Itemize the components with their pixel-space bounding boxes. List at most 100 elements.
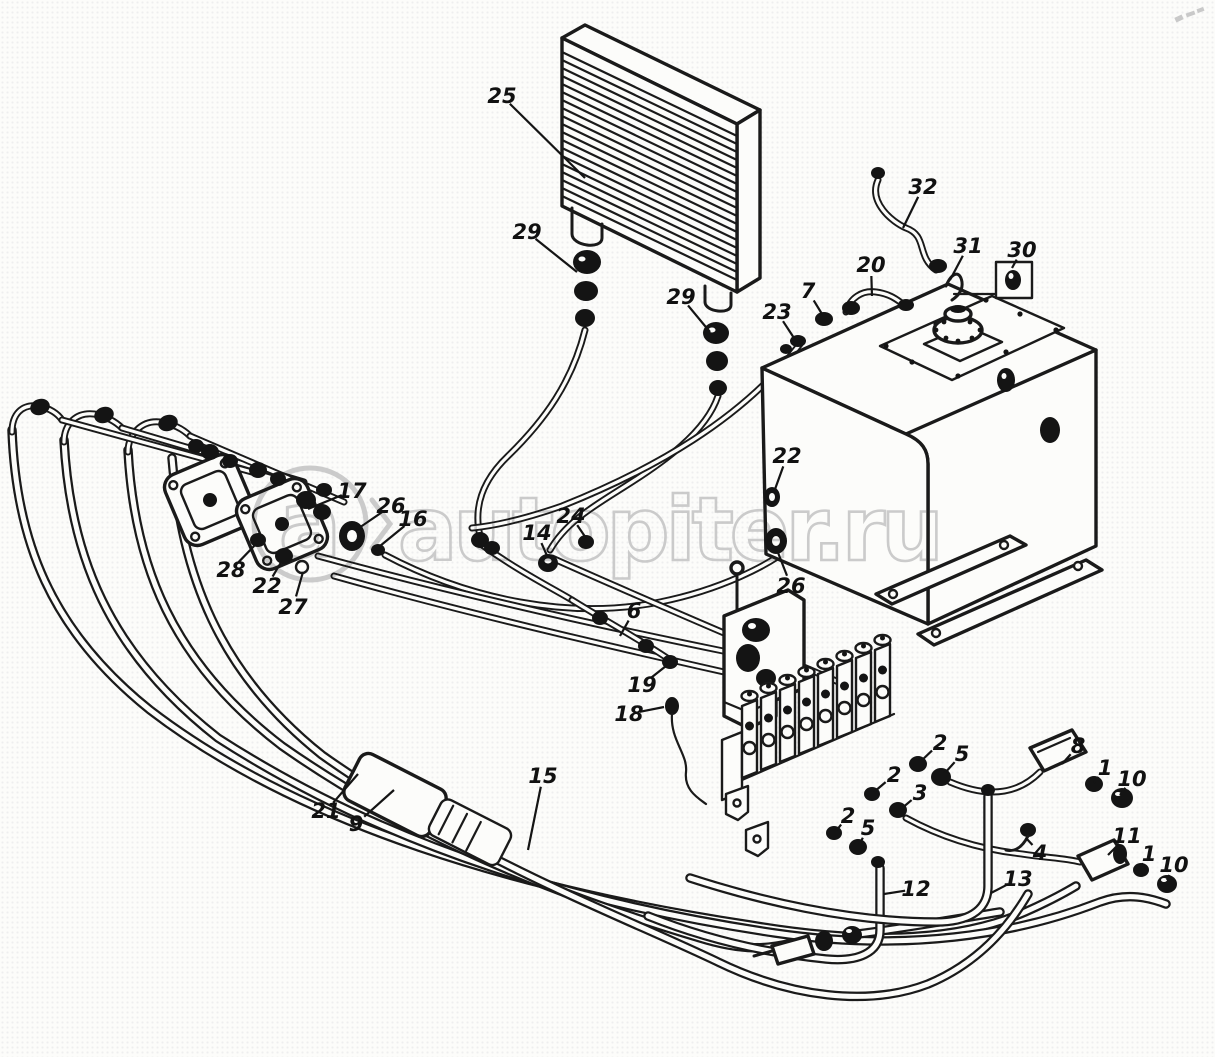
middle-fittings <box>471 532 708 806</box>
svg-text:1: 1 <box>1098 756 1113 780</box>
svg-text:9: 9 <box>349 812 364 836</box>
hose-13-fitting <box>981 784 995 796</box>
callout-25: 25 <box>487 84 586 179</box>
inlet-elbow-nuts <box>30 398 178 432</box>
adapter-3b <box>889 802 907 818</box>
nut-1a <box>1085 776 1103 792</box>
nut-20b <box>898 299 914 311</box>
tank-top-fittings <box>780 167 964 354</box>
hydraulic-tank <box>760 167 1104 647</box>
svg-text:25: 25 <box>487 84 516 108</box>
svg-text:30: 30 <box>1007 238 1036 262</box>
ring-27 <box>294 559 310 575</box>
svg-text:18: 18 <box>614 702 643 726</box>
svg-text:17: 17 <box>337 479 367 503</box>
block-foot-1 <box>724 784 750 822</box>
svg-text:21: 21 <box>311 799 340 823</box>
tube6-nut-a <box>592 611 608 625</box>
svg-text:6: 6 <box>627 599 642 623</box>
chain-b-tube <box>904 816 1082 864</box>
svg-text:27: 27 <box>278 595 308 619</box>
svg-text:4: 4 <box>1032 841 1048 865</box>
callout-29: 29 <box>666 285 711 333</box>
callout-6: 6 <box>619 599 642 637</box>
callout-27: 27 <box>278 571 308 619</box>
cooler-fins <box>560 50 739 282</box>
bundle-hose-4 <box>169 455 1031 999</box>
inlet-elbow-2 <box>62 412 124 444</box>
callout-19: 19 <box>627 665 667 697</box>
svg-text:2: 2 <box>887 763 902 787</box>
block-foot-2 <box>744 820 770 858</box>
tank-breather-plug <box>997 368 1015 392</box>
svg-text:10: 10 <box>1117 767 1146 791</box>
callout-29: 29 <box>512 220 578 273</box>
svg-text:5: 5 <box>861 816 876 840</box>
callout-5: 5 <box>858 816 876 846</box>
callout-1: 1 <box>1140 842 1156 868</box>
callout-18: 18 <box>614 702 665 726</box>
callout-10: 10 <box>1117 767 1147 796</box>
callout-3: 3 <box>900 781 928 810</box>
valve-body <box>742 618 770 642</box>
cooler-side-face <box>735 108 762 294</box>
svg-text:10: 10 <box>1159 853 1188 877</box>
callout-11: 11 <box>1107 824 1142 856</box>
callout-28: 28 <box>216 543 257 582</box>
svg-text:2: 2 <box>841 804 856 828</box>
nut-16 <box>371 544 385 556</box>
callout-7: 7 <box>801 279 823 315</box>
nut-1b <box>1133 863 1149 877</box>
pump-outlet-hose <box>383 544 794 611</box>
svg-text:26: 26 <box>776 574 805 598</box>
hose-13 <box>687 793 991 925</box>
union-8 <box>1028 728 1088 773</box>
svg-text:15: 15 <box>528 764 557 788</box>
pump-1 <box>162 452 258 548</box>
svg-text:31: 31 <box>953 234 982 258</box>
svg-text:22: 22 <box>772 444 801 468</box>
nut-20a <box>842 301 860 315</box>
svg-text:32: 32 <box>908 175 937 199</box>
svg-text:23: 23 <box>762 300 791 324</box>
fitting-4 <box>1004 823 1036 852</box>
fitting-18-wire <box>670 712 708 806</box>
svg-text:2: 2 <box>933 731 948 755</box>
tank-mounting-bracket <box>874 534 1104 647</box>
fitting-18 <box>665 697 679 715</box>
tube6-nut-b <box>638 639 654 653</box>
callout-13: 13 <box>990 867 1033 894</box>
cooler-fitting-29-left <box>573 250 601 327</box>
callout-9: 9 <box>349 789 395 836</box>
middle-tube-1 <box>316 554 730 654</box>
oil-cooler <box>560 23 762 396</box>
fitting-19 <box>662 655 678 669</box>
callout-2: 2 <box>835 804 856 832</box>
right-fitting-chains <box>752 728 1177 966</box>
nut-7 <box>815 312 833 326</box>
svg-text:29: 29 <box>512 220 541 244</box>
svg-text:8: 8 <box>1071 734 1086 758</box>
callout-31: 31 <box>949 234 983 281</box>
cooler-hose-right <box>548 394 720 552</box>
callout-10: 10 <box>1159 853 1189 881</box>
svg-text:28: 28 <box>216 558 245 582</box>
chain-a-tube <box>948 770 1042 794</box>
svg-text:20: 20 <box>856 253 885 277</box>
chain-b <box>864 787 1177 893</box>
tank-side-hole <box>1040 417 1060 443</box>
callout-2: 2 <box>919 731 948 763</box>
svg-text:3: 3 <box>913 781 928 805</box>
tank-plate-bolts <box>883 297 1059 379</box>
svg-text:5: 5 <box>955 742 970 766</box>
callout-16: 16 <box>379 507 428 547</box>
sensor-box-30 <box>952 260 1034 300</box>
callout-22: 22 <box>772 444 802 493</box>
filler-cap-top <box>950 305 966 313</box>
tank-clamp-22 <box>764 487 780 507</box>
svg-text:12: 12 <box>901 877 930 901</box>
svg-text:24: 24 <box>556 504 585 528</box>
clamp-left <box>471 532 489 548</box>
